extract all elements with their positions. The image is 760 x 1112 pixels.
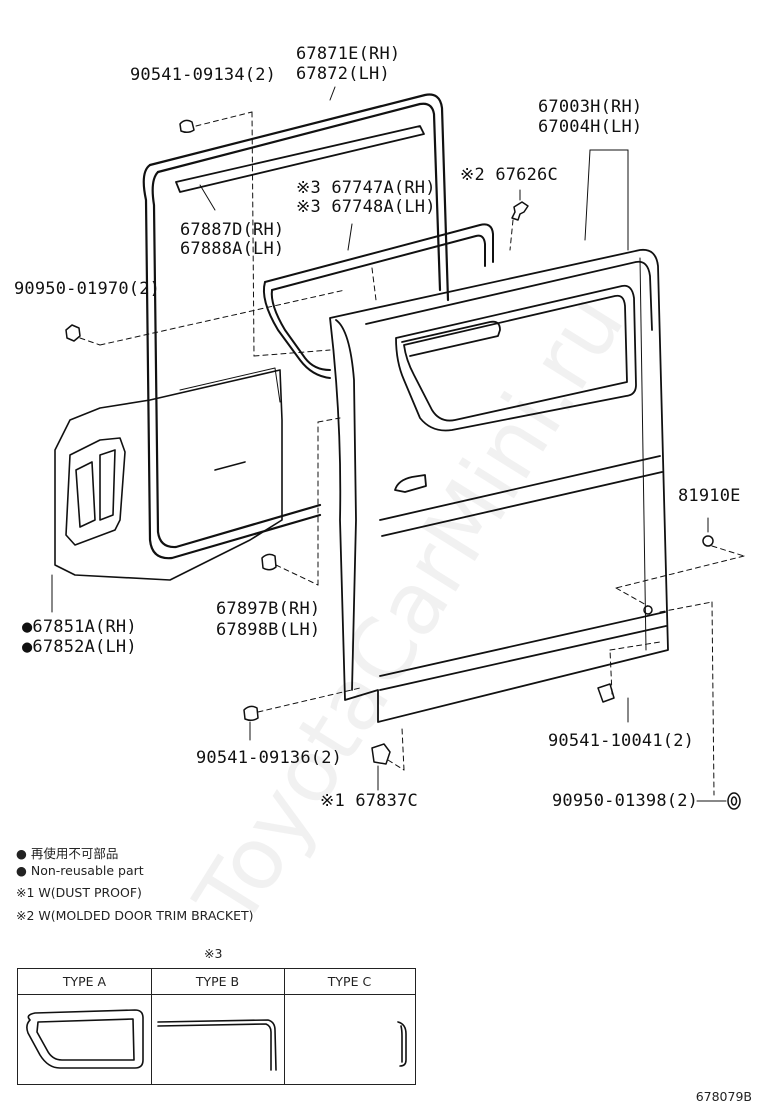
type-table: TYPE A TYPE B TYPE C — [17, 968, 416, 1085]
legend-nonreusable-jp: ● 再使用不可部品 — [16, 846, 119, 861]
part-number-67748a: ※3 67748A(LH) — [296, 197, 436, 217]
type-samples — [26, 1009, 407, 1071]
part-number-90541-09136: 90541-09136(2) — [196, 748, 343, 768]
legend-note-2: ※2 W(MOLDED DOOR TRIM BRACKET) — [16, 908, 254, 923]
part-number-67872: 67872(LH) — [296, 64, 390, 84]
type-table-divider — [284, 969, 285, 1084]
part-number-81910e: 81910E — [678, 486, 741, 506]
part-number-67851a: ●67851A(RH) — [22, 617, 137, 637]
part-number-67897b: 67897B(RH) — [216, 599, 321, 619]
door-trim-board — [54, 367, 283, 581]
dashed-leaders — [79, 111, 745, 796]
part-number-67004h: 67004H(LH) — [538, 117, 643, 137]
part-number-67837c: ※1 67837C — [320, 791, 418, 811]
hardware-parts — [65, 119, 741, 810]
part-number-67898b: 67898B(LH) — [216, 620, 321, 640]
part-number-67852a: ●67852A(LH) — [22, 637, 137, 657]
type-b-header: TYPE B — [151, 969, 284, 995]
door-panel — [329, 248, 669, 723]
legend-note-1: ※1 W(DUST PROOF) — [16, 885, 142, 900]
glass-run-channel — [262, 223, 494, 379]
part-number-67747a: ※3 67747A(RH) — [296, 178, 436, 198]
belt-moulding — [175, 125, 425, 193]
part-number-90950-01398: 90950-01398(2) — [552, 791, 699, 811]
leader-lines — [51, 86, 727, 802]
part-number-90541-10041: 90541-10041(2) — [548, 731, 695, 751]
type-a-header: TYPE A — [18, 969, 151, 995]
diagram-code: 678079B — [695, 1089, 752, 1104]
part-number-67871e: 67871E(RH) — [296, 44, 401, 64]
legend-nonreusable-en: ● Non-reusable part — [16, 863, 144, 878]
part-number-67887d: 67887D(RH) — [180, 220, 285, 240]
part-number-90950-01970: 90950-01970(2) — [14, 279, 161, 299]
type-table-divider — [151, 969, 152, 1084]
door-weatherstrip — [142, 93, 450, 560]
part-number-67626c: ※2 67626C — [460, 165, 558, 185]
part-number-67888a: 67888A(LH) — [180, 239, 285, 259]
part-number-67003h: 67003H(RH) — [538, 97, 643, 117]
type-table-mark: ※3 — [204, 946, 223, 961]
type-c-header: TYPE C — [284, 969, 415, 995]
part-number-90541-09134: 90541-09134(2) — [130, 65, 277, 85]
